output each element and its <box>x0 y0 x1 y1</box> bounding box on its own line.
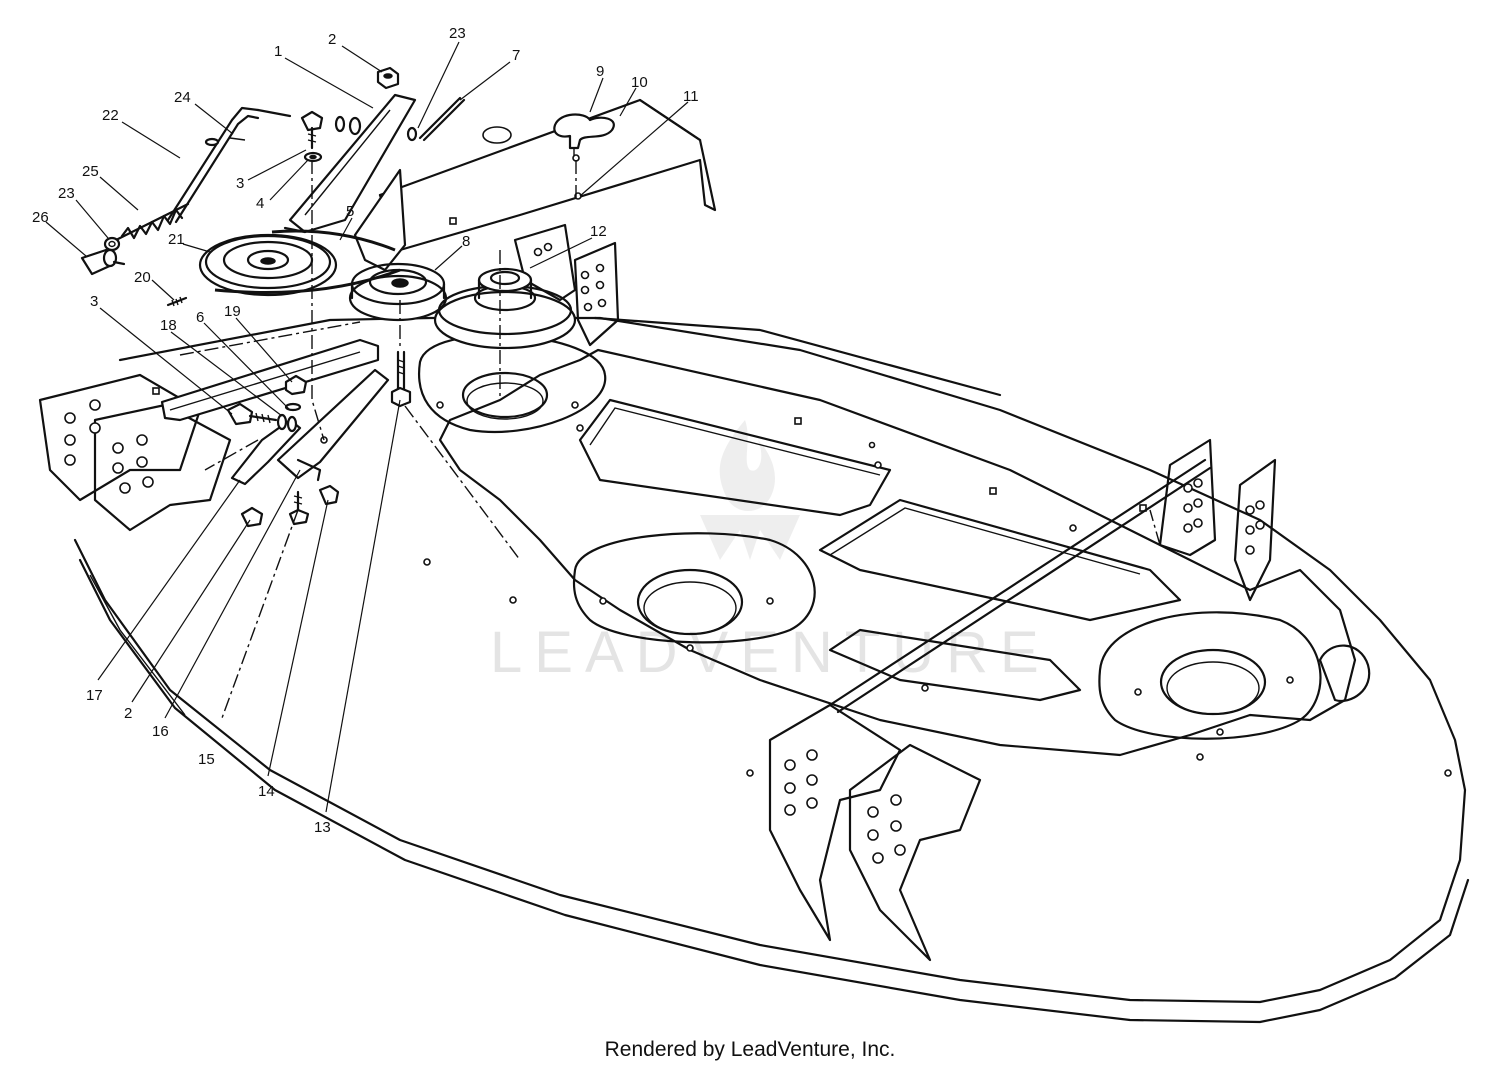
callout-leaders <box>45 41 689 813</box>
nut-19 <box>284 374 308 412</box>
front-deflector-bracket <box>768 703 982 962</box>
idler-bracket <box>283 93 417 272</box>
deck-recess-right <box>818 498 1182 622</box>
rear-right-brackets <box>1139 438 1277 602</box>
callout-1: 1 <box>274 43 282 60</box>
deck-recess-front <box>828 628 1082 702</box>
callout-25: 25 <box>82 163 99 180</box>
shoulder-bolt-13 <box>390 350 412 408</box>
bolt-15 <box>288 490 310 526</box>
hex-nut-2-top <box>376 66 400 90</box>
callout-2-lower: 2 <box>124 705 132 722</box>
callout-2-top: 2 <box>328 31 336 48</box>
drive-pulley-21 <box>198 233 338 297</box>
deck-housing <box>38 223 1470 1024</box>
belt-cover <box>378 98 717 252</box>
right-spindle-housing <box>1098 611 1322 740</box>
v-belt <box>214 229 401 294</box>
deck-rivets <box>423 417 1452 777</box>
callout-24: 24 <box>174 89 191 106</box>
callout-22: 22 <box>102 107 119 124</box>
watermark-text: LEADVENTURE <box>490 620 1051 685</box>
cotter-pin-20 <box>166 296 188 307</box>
callout-14: 14 <box>258 783 275 800</box>
callout-labels: 1 2 23 7 9 10 11 24 22 3 4 25 23 26 5 21… <box>32 25 699 836</box>
callout-4: 4 <box>256 195 264 212</box>
tension-rod <box>166 106 292 224</box>
deck-slot <box>1318 644 1371 703</box>
callout-19: 19 <box>224 303 241 320</box>
callout-7: 7 <box>512 47 520 64</box>
callout-18: 18 <box>160 317 177 334</box>
spindle-pulley-12 <box>433 267 577 350</box>
callout-26: 26 <box>32 209 49 226</box>
bolt-3-lower <box>226 402 278 426</box>
cotter-pin-7 <box>418 96 466 142</box>
left-spindle-housing <box>418 334 607 434</box>
nut-2-lower <box>240 506 264 528</box>
callout-15: 15 <box>198 751 215 768</box>
assembly-centerlines <box>204 160 1161 719</box>
callout-17: 17 <box>86 687 103 704</box>
washer-4 <box>303 151 323 163</box>
callout-23-top: 23 <box>449 25 466 42</box>
callout-3-top: 3 <box>236 175 244 192</box>
callout-12: 12 <box>590 223 607 240</box>
deck-recess-left <box>578 398 892 517</box>
callout-21: 21 <box>168 231 185 248</box>
lower-washers <box>276 413 298 433</box>
adjuster-knob <box>80 248 126 276</box>
wing-knob <box>553 113 615 162</box>
callout-5: 5 <box>346 203 354 220</box>
callout-10: 10 <box>631 74 648 91</box>
callout-11: 11 <box>683 88 699 105</box>
callout-23-left: 23 <box>58 185 75 202</box>
spring-washer <box>103 236 121 252</box>
leadventure-watermark: LEADVENTURE <box>490 420 1051 685</box>
callout-8: 8 <box>462 233 470 250</box>
bolt-3-top <box>300 110 324 150</box>
stabilizer-rod <box>828 458 1207 707</box>
washers-upper <box>334 115 418 142</box>
callout-3-lower: 3 <box>90 293 98 310</box>
footer-credit: Rendered by LeadVenture, Inc. <box>604 1038 896 1061</box>
lower-idler-bracket <box>160 338 390 486</box>
flame-logo-icon <box>700 420 800 560</box>
tension-spring <box>114 202 190 242</box>
callout-16: 16 <box>152 723 169 740</box>
callout-13: 13 <box>314 819 331 836</box>
callout-9: 9 <box>596 63 604 80</box>
nut-14 <box>318 484 340 506</box>
idler-pulley-8 <box>348 262 448 322</box>
callout-6: 6 <box>196 309 204 326</box>
callout-20: 20 <box>134 269 151 286</box>
center-spindle-housing <box>572 532 816 652</box>
